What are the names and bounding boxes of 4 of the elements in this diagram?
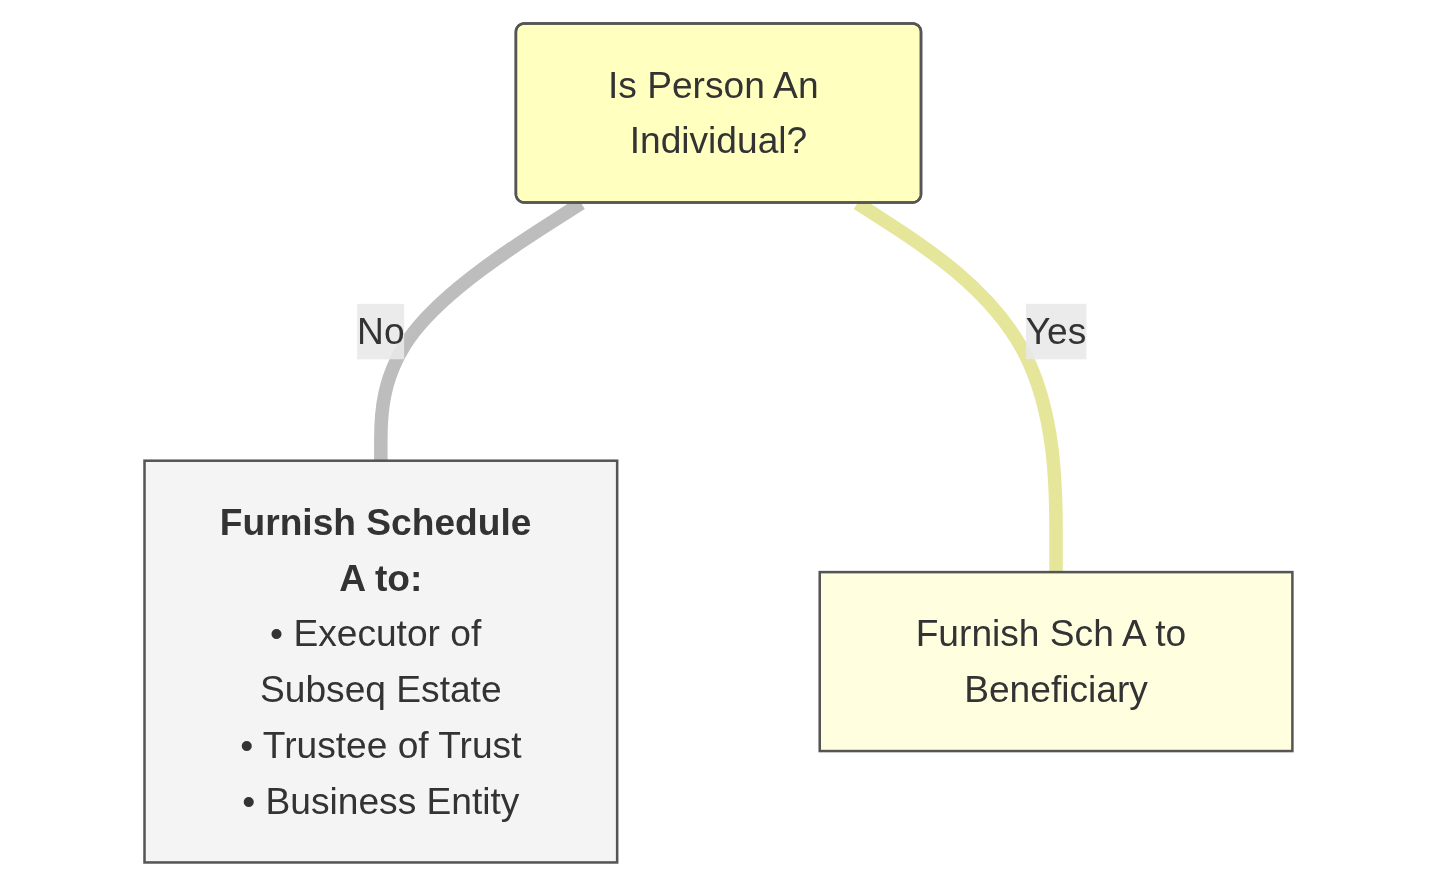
edge-label: No: [356, 310, 405, 353]
node-box: Furnish Sch A to Beneficiary: [818, 570, 1294, 753]
edge-label: Yes: [1025, 310, 1086, 353]
node-box: Furnish Schedule A to: • Executor of Subseq Estate • Trustee of Trust • Business Entity: [142, 459, 618, 864]
